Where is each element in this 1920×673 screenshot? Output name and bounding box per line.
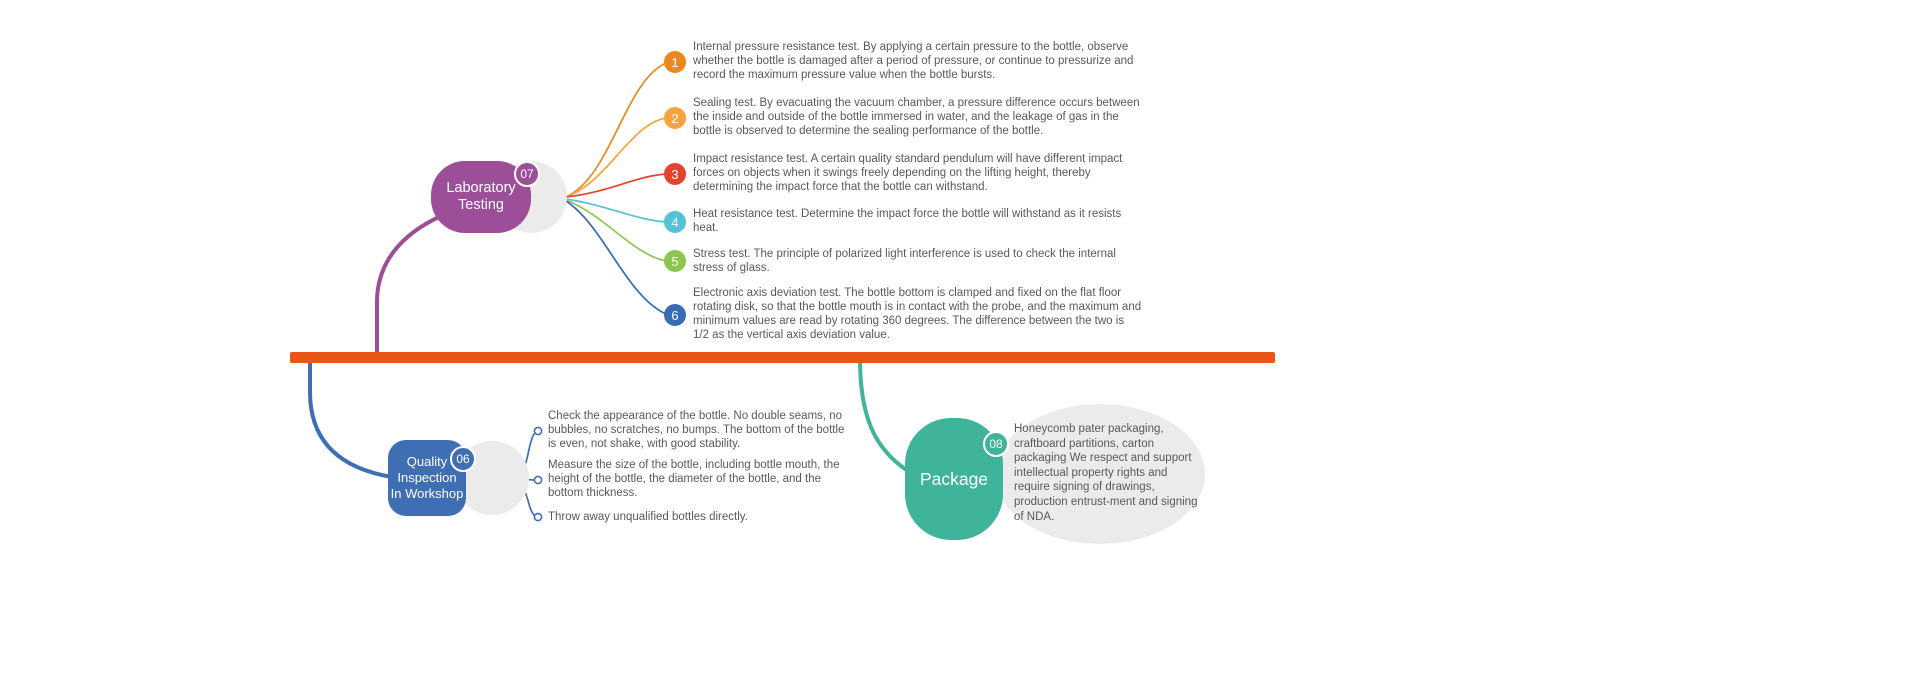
quality-text-1: Check the appearance of the bottle. No d…: [548, 410, 845, 450]
branch-line-3: [565, 173, 667, 198]
bullet-3: [533, 512, 543, 522]
connector-bar-to-package: [858, 356, 910, 473]
branch-line-1: [565, 62, 667, 198]
quality-node-label: Quality Inspection In Workshop: [390, 454, 464, 501]
package-text: Honeycomb pater packaging, craftboard pa…: [1014, 423, 1198, 523]
bullet-1: [533, 426, 543, 436]
branch-text-1: Internal pressure resistance test. By ap…: [693, 41, 1134, 81]
package-node-number-badge: 08: [983, 431, 1009, 457]
branch-line-5: [565, 199, 667, 262]
connector-bar-to-quality: [308, 356, 394, 479]
quality-text-3: Throw away unqualified bottles directly.: [548, 511, 748, 523]
branch-number-2: 2: [664, 107, 686, 129]
branch-text-3: Impact resistance test. A certain qualit…: [693, 153, 1123, 193]
branch-text-2: Sealing test. By evacuating the vacuum c…: [693, 97, 1140, 137]
quality-node-number-badge: 06: [450, 446, 476, 472]
quality-text-2: Measure the size of the bottle, includin…: [548, 459, 840, 499]
branch-number-4: 4: [664, 211, 686, 233]
lab-node-label: Laboratory Testing: [446, 180, 516, 213]
branch-number-3: 3: [664, 163, 686, 185]
branch-text-4: Heat resistance test. Determine the impa…: [693, 208, 1122, 234]
branch-line-2: [565, 117, 667, 198]
branch-number-1: 1: [664, 51, 686, 73]
branch-number-6: 6: [664, 304, 686, 326]
branch-line-4: [565, 198, 667, 223]
package-node-label: Package: [919, 468, 989, 489]
package-node-bubble: [995, 404, 1205, 544]
branch-line-6: [565, 200, 667, 315]
branch-text-6: Electronic axis deviation test. The bott…: [693, 287, 1142, 341]
divider-bar: [290, 352, 1275, 363]
lab-node-number-badge: 07: [514, 161, 540, 187]
connector-lab-to-bar: [375, 214, 443, 355]
branch-number-5: 5: [664, 250, 686, 272]
bullet-2: [533, 475, 543, 485]
branch-text-5: Stress test. The principle of polarized …: [693, 248, 1116, 274]
